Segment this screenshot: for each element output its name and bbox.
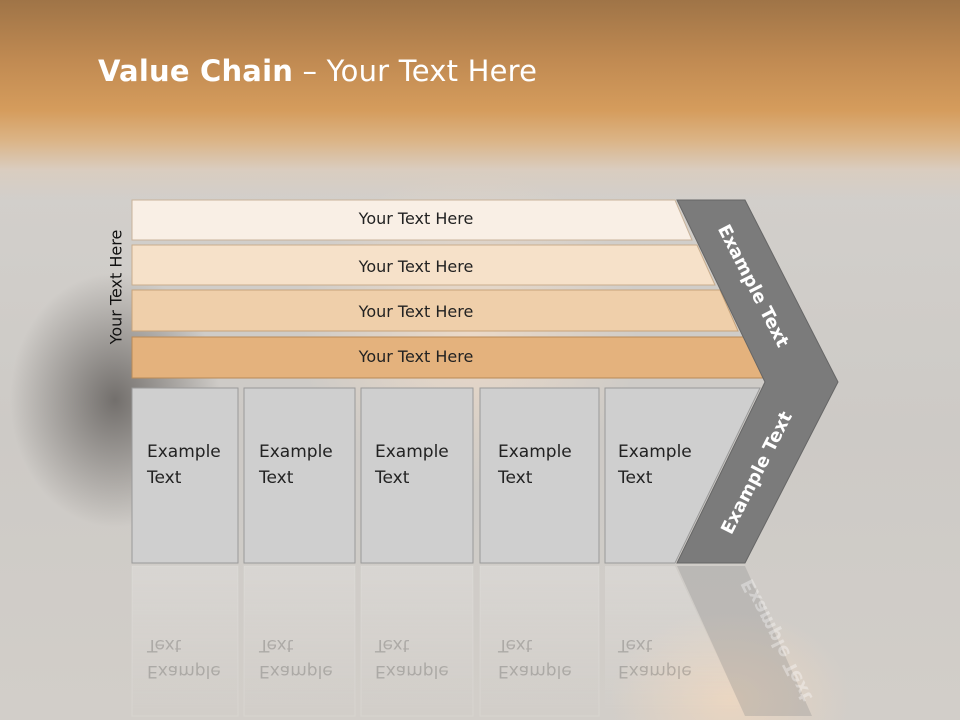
slide-title: Value Chain – Your Text Here xyxy=(98,54,537,88)
reflect-box-5: Example Text xyxy=(618,632,718,684)
box-3-label: Example Text xyxy=(375,439,475,491)
box-5-line2: Text xyxy=(618,468,653,488)
reflect-box-3-line1: Example xyxy=(375,661,449,681)
reflection xyxy=(131,565,812,717)
reflect-box-2-line1: Example xyxy=(259,661,333,681)
band-3-label: Your Text Here xyxy=(358,302,474,321)
reflect-box-4: Example Text xyxy=(498,632,598,684)
box-2-line2: Text xyxy=(259,468,294,488)
band-1 xyxy=(131,199,693,241)
box-2-label: Example Text xyxy=(259,439,359,491)
box-5 xyxy=(604,387,761,564)
box-4-line1: Example xyxy=(498,442,572,462)
header-band xyxy=(0,0,960,200)
box-1 xyxy=(131,387,239,564)
reflect-box-5-line1: Example xyxy=(618,661,692,681)
box-1-line2: Text xyxy=(147,468,182,488)
reflect-box-4-line2: Text xyxy=(498,635,533,655)
reflect-box-2-line2: Text xyxy=(259,635,294,655)
box-3-line2: Text xyxy=(375,468,410,488)
band-2-label: Your Text Here xyxy=(358,257,474,276)
box-1-line1: Example xyxy=(147,442,221,462)
box-5-label: Example Text xyxy=(618,439,718,491)
box-3 xyxy=(360,387,474,564)
box-2 xyxy=(243,387,356,564)
reflect-box-2: Example Text xyxy=(259,632,359,684)
box-4-line2: Text xyxy=(498,468,533,488)
reflect-box-3: Example Text xyxy=(375,632,475,684)
band-4-label: Your Text Here xyxy=(358,347,474,366)
title-rest: – Your Text Here xyxy=(293,54,538,88)
box-2-line1: Example xyxy=(259,442,333,462)
reflect-box-1-line2: Text xyxy=(147,635,182,655)
box-4-label: Example Text xyxy=(498,439,598,491)
box-4 xyxy=(479,387,600,564)
box-1-label: Example Text xyxy=(147,439,247,491)
reflect-box-1: Example Text xyxy=(147,632,247,684)
title-bold: Value Chain xyxy=(98,54,294,88)
reflect-box-5-line2: Text xyxy=(618,635,653,655)
chevron-arrow xyxy=(676,199,839,564)
band-1-label: Your Text Here xyxy=(358,209,474,228)
box-3-line1: Example xyxy=(375,442,449,462)
band-3 xyxy=(131,289,739,332)
reflect-box-4-line1: Example xyxy=(498,661,572,681)
box-5-line1: Example xyxy=(618,442,692,462)
reflect-box-3-line2: Text xyxy=(375,635,410,655)
reflect-box-1-line1: Example xyxy=(147,661,221,681)
band-2 xyxy=(131,244,716,286)
